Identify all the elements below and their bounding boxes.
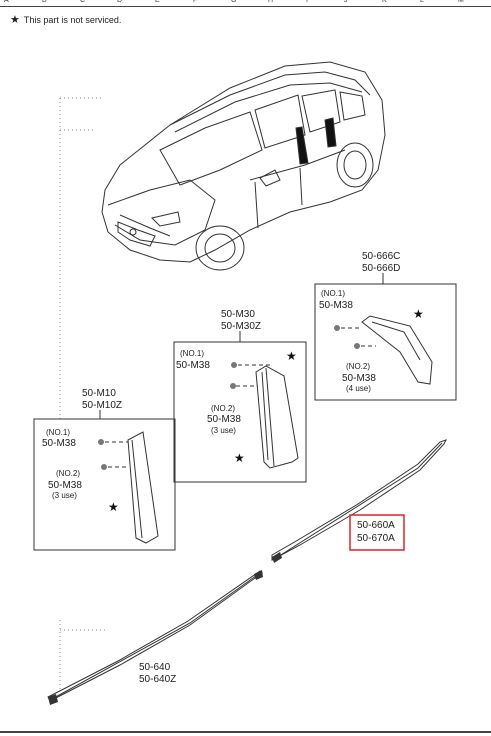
- clip-icon: [98, 439, 104, 445]
- fastener-part-label: 50-M38: [42, 438, 76, 449]
- ruler-letter: D: [117, 0, 123, 4]
- ruler-letter: M: [458, 0, 464, 4]
- part-number-label: 50-M10Z: [82, 400, 122, 411]
- sheet-ruler: A B C D E F G H I J K L M: [0, 0, 491, 7]
- footer-rule: [0, 731, 491, 733]
- fastener-qty-label: (4 use): [346, 384, 371, 393]
- fastener-no-label: (NO.2): [56, 469, 80, 478]
- clip-icon: [231, 362, 237, 368]
- ruler-letter: K: [382, 0, 387, 4]
- suv-outline-drawing: [101, 61, 386, 271]
- part-number-label: 50-M10: [82, 388, 116, 399]
- rear-garnish-part: [361, 315, 433, 385]
- rear-molding-label-box: [349, 514, 405, 551]
- clip-icon: [354, 343, 360, 349]
- callout-box: [314, 283, 457, 401]
- fastener-no-label: (NO.2): [346, 362, 370, 371]
- ruler-letter: H: [268, 0, 274, 4]
- clip-icon: [334, 325, 340, 331]
- part-number-label: 50-660A: [357, 520, 395, 531]
- star-icon: ★: [413, 307, 424, 321]
- ruler-letter: L: [420, 0, 424, 4]
- fastener-qty-label: (3 use): [52, 491, 77, 500]
- fastener-part-label: 50-M38: [207, 414, 241, 425]
- clip-icon: [230, 383, 236, 389]
- front-molding-group: 50-640 50-640Z: [47, 570, 263, 705]
- ruler-letter: F: [193, 0, 198, 4]
- part-number-label: 50-670A: [357, 533, 395, 544]
- part-number-label: 50-M30Z: [221, 321, 261, 332]
- part-number-label: 50-666C: [362, 251, 400, 262]
- fastener-part-label: 50-M38: [48, 480, 82, 491]
- ruler-letter: C: [80, 0, 86, 4]
- ruler-letter: G: [231, 0, 237, 4]
- part-number-label: 50-640: [139, 662, 171, 673]
- ruler-letter: J: [344, 0, 348, 4]
- center-garnish-part: [255, 365, 299, 469]
- rear-window-garnish-group: 50-666C 50-666D (NO.1) 50-M38 (NO.2) 50-…: [314, 251, 457, 401]
- not-serviced-note: ★ This part is not serviced.: [10, 14, 122, 26]
- clip-icon: [101, 464, 107, 470]
- star-icon: ★: [286, 349, 297, 363]
- fastener-no-label: (NO.2): [211, 404, 235, 413]
- callout-box: [173, 341, 307, 483]
- ruler-letter: A: [4, 0, 9, 4]
- note-text: This part is not serviced.: [23, 15, 122, 25]
- fastener-part-label: 50-M38: [176, 360, 210, 371]
- part-number-label: 50-666D: [362, 263, 400, 274]
- front-garnish-part: [127, 431, 159, 544]
- fastener-part-label: 50-M38: [342, 373, 376, 384]
- fastener-qty-label: (3 use): [211, 426, 236, 435]
- part-number-label: 50-640Z: [139, 674, 176, 685]
- ruler-letter: B: [42, 0, 47, 4]
- center-pillar-garnish-group: 50-M30 50-M30Z (NO.1) 50-M38 (NO.2) 50-M…: [173, 309, 307, 483]
- fastener-no-label: (NO.1): [321, 289, 345, 298]
- star-icon: ★: [10, 14, 20, 26]
- star-icon: ★: [234, 451, 245, 465]
- ruler-letter: E: [155, 0, 160, 4]
- rear-molding-group: 50-660A 50-670A: [271, 439, 447, 563]
- front-pillar-garnish-group: 50-M10 50-M10Z (NO.1) 50-M38 (NO.2) 50-M…: [33, 388, 176, 551]
- leader-dots: [59, 97, 105, 690]
- part-number-label: 50-M30: [221, 309, 255, 320]
- ruler-letter: I: [306, 0, 308, 4]
- star-icon: ★: [108, 500, 119, 514]
- fastener-no-label: (NO.1): [46, 428, 70, 437]
- fastener-no-label: (NO.1): [180, 349, 204, 358]
- callout-box: [33, 418, 176, 551]
- fastener-part-label: 50-M38: [319, 300, 353, 311]
